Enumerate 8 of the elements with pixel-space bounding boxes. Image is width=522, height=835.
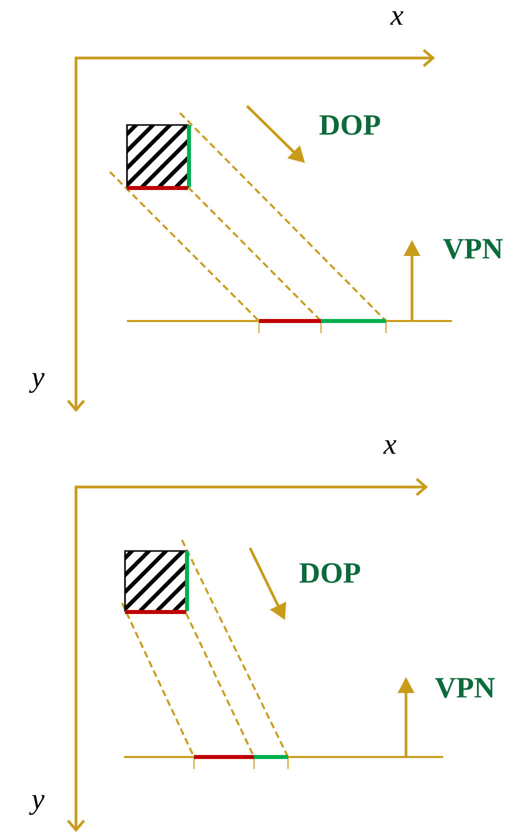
direction-label: DOP — [320, 115, 380, 135]
axis-label: y — [29, 373, 45, 393]
axis-label: x — [383, 440, 396, 454]
axis-label: y — [29, 795, 45, 815]
axis-label: x — [390, 11, 404, 25]
direction-label: VPN — [435, 678, 495, 698]
direction-label: VPN — [443, 239, 503, 259]
direction-label: DOP — [300, 563, 360, 583]
